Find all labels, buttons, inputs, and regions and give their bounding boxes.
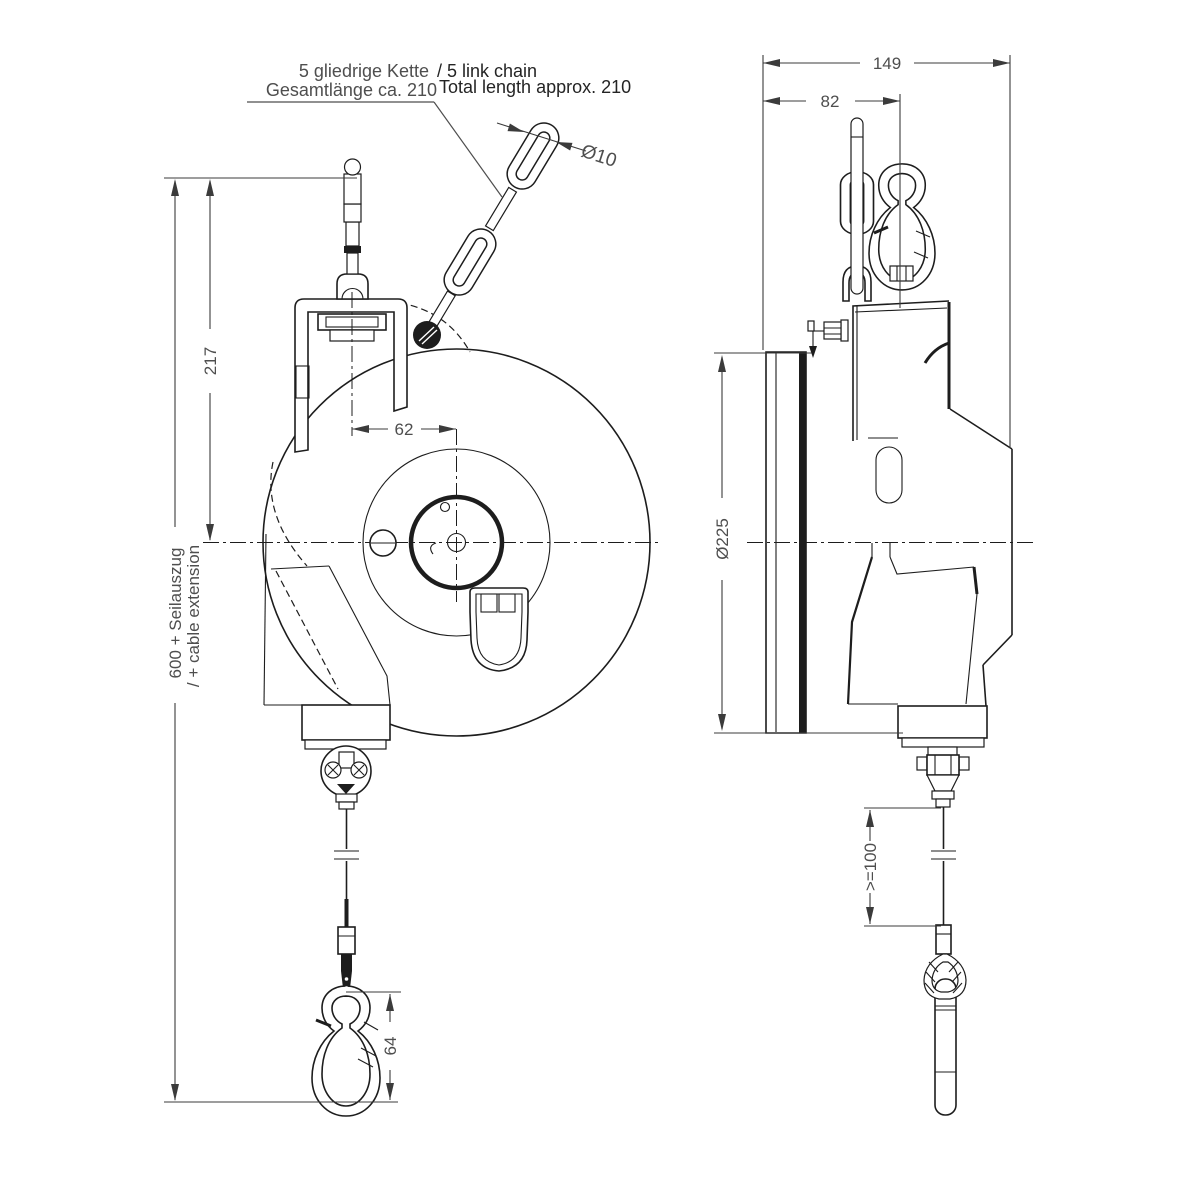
- cone-left-edge: [846, 556, 874, 705]
- dim-min-cable-length: >=100: [861, 807, 941, 927]
- side-view: [747, 117, 1035, 1116]
- hook-side: [934, 978, 957, 1116]
- latch-outline: [469, 587, 529, 672]
- bolt-nut: [823, 321, 842, 340]
- dim-total-width-label: 149: [873, 54, 901, 73]
- suspension-bracket-front: [294, 298, 408, 453]
- dim-chain-diameter-label: Ø10: [578, 141, 619, 172]
- dim-hook-height: 64: [346, 991, 401, 1100]
- cable-side: [916, 746, 970, 1116]
- dim-upper-height: 217: [201, 179, 220, 541]
- dim-hook-height-label: 64: [381, 1037, 400, 1056]
- thimble-hatching: [924, 961, 963, 994]
- hub-screw: [369, 529, 397, 557]
- swivel-taper: [926, 774, 960, 792]
- dim-mount-width-label: 82: [821, 92, 840, 111]
- body-side: [846, 300, 1013, 748]
- side-bolt: [807, 319, 849, 358]
- chain-bar-2: [484, 186, 518, 232]
- dim-hub-offset: 62: [351, 292, 456, 439]
- outlet-box: [301, 704, 391, 741]
- hub-notch: [439, 501, 451, 513]
- bolt-pin-arrow: [809, 346, 817, 358]
- fin-arc: [923, 341, 950, 364]
- ferrule-front: [337, 926, 356, 955]
- pin-eye-hole: [341, 288, 364, 300]
- chain-eye-bolt: [413, 321, 441, 349]
- carabiner-sleeve: [889, 265, 914, 282]
- chain-note-de-line1: 5 gliedrige Kette: [299, 61, 429, 81]
- fin-diagonal: [949, 408, 1013, 450]
- pin-segment-c: [345, 221, 360, 247]
- swivel-clamp: [926, 754, 960, 776]
- front-view: [203, 116, 658, 1117]
- hub-curl-mark: [430, 542, 437, 555]
- dim-mount-width: 82: [763, 92, 901, 308]
- cable-end-dark: [341, 954, 352, 971]
- latch-inner: [475, 593, 523, 666]
- dim-upper-height-label: 217: [201, 347, 220, 375]
- dim-total-height: 600 + Seilauszug / + cable extension: [164, 177, 398, 1103]
- cable-outlet-front: [301, 704, 391, 810]
- side-chain-rod: [850, 117, 864, 295]
- wiper-slot: [338, 751, 355, 769]
- dim-drum-diameter-label: Ø225: [713, 518, 732, 560]
- bracket-wall-step: [295, 365, 310, 399]
- top-box-fill: [853, 301, 949, 441]
- side-outlet-box: [897, 705, 988, 739]
- chain-link-1: [437, 222, 503, 302]
- wiper-wedge: [337, 784, 355, 794]
- ferrule-side: [935, 924, 952, 955]
- pin-collar: [344, 246, 361, 253]
- chain-front: [413, 116, 566, 349]
- carabiner-front-body: [311, 985, 381, 1117]
- dimensions: 600 + Seilauszug / + cable extension 217…: [164, 54, 1011, 1103]
- housing-lip-left: [270, 461, 308, 567]
- dim-min-cable-length-label: >=100: [861, 843, 880, 891]
- chain-note-de-line2: Gesamtlänge ca. 210: [266, 80, 437, 100]
- body-front: [263, 533, 391, 706]
- pin-neck: [346, 252, 359, 275]
- dim-hub-offset-label: 62: [395, 420, 414, 439]
- cable-front: [334, 809, 359, 997]
- suspension-pin-front: [336, 158, 369, 300]
- hub-center-circle: [446, 532, 467, 553]
- dim-drum-diameter: Ø225: [713, 352, 903, 734]
- dim-total-height-label-de: 600 + Seilauszug: [166, 548, 185, 679]
- chain-side: [807, 117, 936, 358]
- chain-note: 5 gliedrige Kette / 5 link chain Gesamtl…: [247, 61, 631, 198]
- chain-note-en-line1: / 5 link chain: [437, 61, 537, 81]
- pin-segment-b: [343, 203, 362, 223]
- chain-note-leader: [433, 101, 503, 198]
- bracket-yoke: [294, 298, 408, 453]
- side-outlet-lip: [901, 737, 985, 748]
- dim-total-height-label-en: / + cable extension: [184, 545, 203, 687]
- bolt-pin: [807, 320, 815, 332]
- latch-plate: [469, 587, 529, 672]
- carabiner-front: [311, 977, 381, 1117]
- pin-ball-top: [343, 158, 362, 176]
- chain-note-en-line2: Total length approx. 210: [439, 77, 631, 97]
- dim-total-width: 149: [762, 54, 1011, 448]
- side-oval-cutout: [875, 446, 903, 504]
